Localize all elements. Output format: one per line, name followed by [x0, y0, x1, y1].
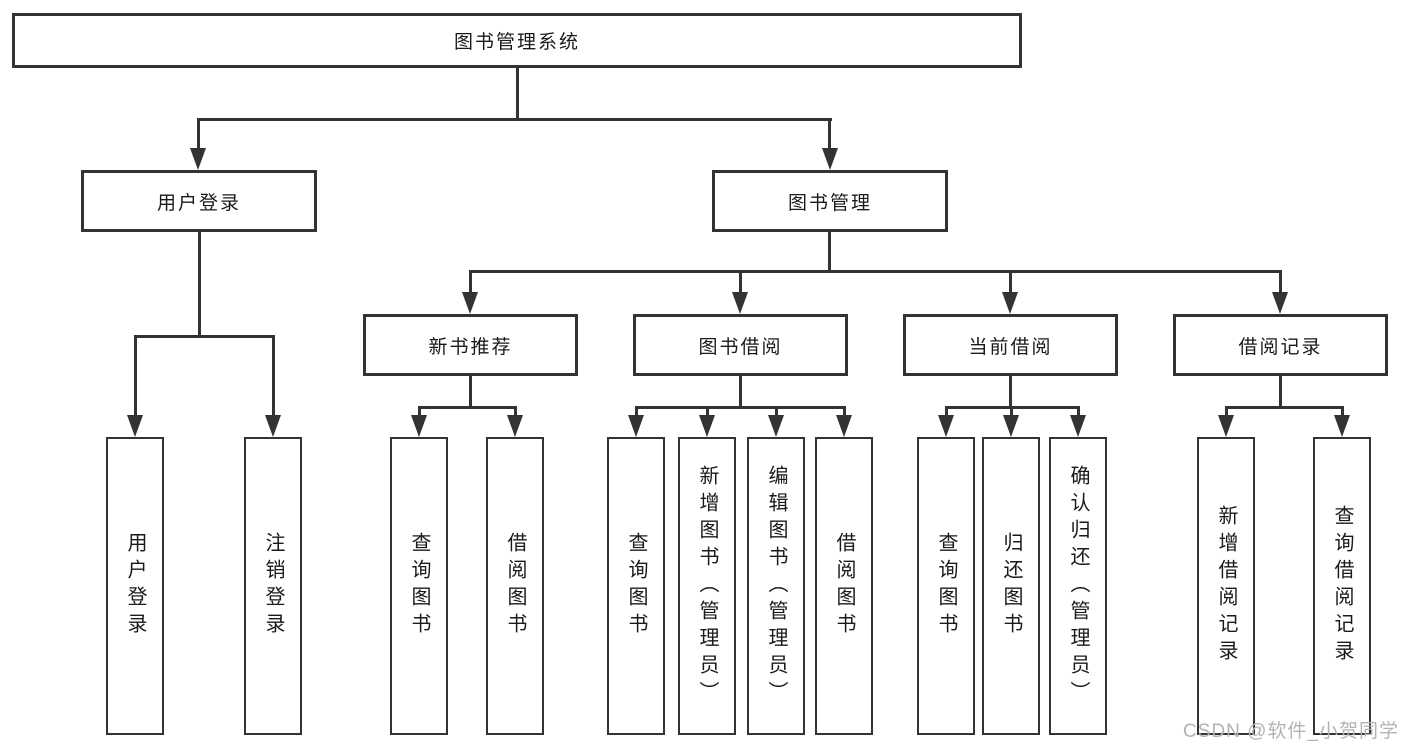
arrowhead-icon — [411, 415, 427, 437]
node-label: 新书推荐 — [428, 336, 513, 358]
leaf-label: 确认归还（管理员） — [1067, 464, 1089, 708]
connector-line — [1010, 406, 1013, 417]
leaf-logout: 注销登录 — [244, 437, 302, 735]
node-borrowing-records: 借阅记录 — [1173, 314, 1388, 376]
connector-line — [843, 406, 846, 417]
leaf-query-borrow-record: 查询借阅记录 — [1313, 437, 1371, 735]
node-book-management-system: 图书管理系统 — [12, 13, 1022, 68]
leaf-label: 查询图书 — [625, 532, 647, 640]
arrowhead-icon — [265, 415, 281, 437]
connector-line — [1225, 406, 1343, 409]
connector-line — [516, 68, 519, 120]
leaf-label: 归还图书 — [1000, 532, 1022, 640]
arrowhead-icon — [127, 415, 143, 437]
node-user-login: 用户登录 — [81, 170, 317, 232]
connector-line — [739, 376, 742, 408]
arrowhead-icon — [822, 148, 838, 170]
arrowhead-icon — [190, 148, 206, 170]
leaf-label: 查询借阅记录 — [1331, 505, 1353, 667]
connector-line — [1077, 406, 1080, 417]
node-new-book-recommend: 新书推荐 — [363, 314, 578, 376]
connector-line — [775, 406, 778, 417]
connector-line — [197, 118, 832, 121]
node-label: 当前借阅 — [968, 336, 1053, 358]
node-book-management: 图书管理 — [712, 170, 948, 232]
arrowhead-icon — [1334, 415, 1350, 437]
arrowhead-icon — [836, 415, 852, 437]
leaf-label: 查询图书 — [935, 532, 957, 640]
arrowhead-icon — [732, 292, 748, 314]
leaf-return-books: 归还图书 — [982, 437, 1040, 735]
leaf-label: 新增图书（管理员） — [696, 464, 718, 708]
arrowhead-icon — [768, 415, 784, 437]
leaf-query-books-current: 查询图书 — [917, 437, 975, 735]
connector-line — [1009, 376, 1012, 408]
arrowhead-icon — [1002, 292, 1018, 314]
arrowhead-icon — [462, 292, 478, 314]
connector-line — [635, 406, 638, 417]
leaf-label: 新增借阅记录 — [1215, 505, 1237, 667]
connector-line — [1279, 270, 1282, 294]
connector-line — [418, 406, 516, 409]
connector-line — [198, 232, 201, 337]
leaf-edit-book-admin: 编辑图书（管理员） — [747, 437, 805, 735]
arrowhead-icon — [1272, 292, 1288, 314]
leaf-add-borrow-record: 新增借阅记录 — [1197, 437, 1255, 735]
connector-line — [514, 406, 517, 417]
connector-line — [739, 270, 742, 294]
leaf-borrow-books-recommend: 借阅图书 — [486, 437, 544, 735]
connector-line — [469, 376, 472, 408]
leaf-query-books-borrowing: 查询图书 — [607, 437, 665, 735]
connector-line — [1341, 406, 1344, 417]
connector-line — [706, 406, 709, 417]
connector-line — [469, 270, 1281, 273]
arrowhead-icon — [699, 415, 715, 437]
connector-line — [828, 232, 831, 272]
leaf-query-books-recommend: 查询图书 — [390, 437, 448, 735]
connector-line — [418, 406, 421, 417]
connector-line — [272, 335, 275, 417]
leaf-label: 查询图书 — [408, 532, 430, 640]
node-label: 图书管理系统 — [453, 32, 580, 53]
connector-line — [635, 406, 845, 409]
node-label: 图书借阅 — [698, 336, 783, 358]
arrowhead-icon — [628, 415, 644, 437]
leaf-label: 借阅图书 — [504, 532, 526, 640]
connector-line — [197, 118, 200, 150]
connector-line — [1225, 406, 1228, 417]
leaf-add-book-admin: 新增图书（管理员） — [678, 437, 736, 735]
connector-line — [134, 335, 274, 338]
connector-line — [134, 335, 137, 417]
arrowhead-icon — [1003, 415, 1019, 437]
leaf-confirm-return-admin: 确认归还（管理员） — [1049, 437, 1107, 735]
leaf-label: 编辑图书（管理员） — [765, 464, 787, 708]
leaf-borrow-books: 借阅图书 — [815, 437, 873, 735]
node-book-borrowing: 图书借阅 — [633, 314, 848, 376]
csdn-watermark: CSDN @软件_小贺同学 — [1183, 721, 1399, 742]
connector-line — [1279, 376, 1282, 408]
connector-line — [945, 406, 948, 417]
arrowhead-icon — [1070, 415, 1086, 437]
connector-line — [828, 118, 831, 150]
arrowhead-icon — [938, 415, 954, 437]
node-label: 图书管理 — [787, 192, 872, 214]
leaf-label: 借阅图书 — [833, 532, 855, 640]
leaf-label: 用户登录 — [124, 532, 146, 640]
node-label: 借阅记录 — [1238, 336, 1323, 358]
arrowhead-icon — [1218, 415, 1234, 437]
connector-line — [469, 270, 472, 294]
leaf-label: 注销登录 — [262, 532, 284, 640]
leaf-user-login: 用户登录 — [106, 437, 164, 735]
arrowhead-icon — [507, 415, 523, 437]
node-label: 用户登录 — [156, 192, 241, 214]
connector-line — [1009, 270, 1012, 294]
node-current-borrowing: 当前借阅 — [903, 314, 1118, 376]
